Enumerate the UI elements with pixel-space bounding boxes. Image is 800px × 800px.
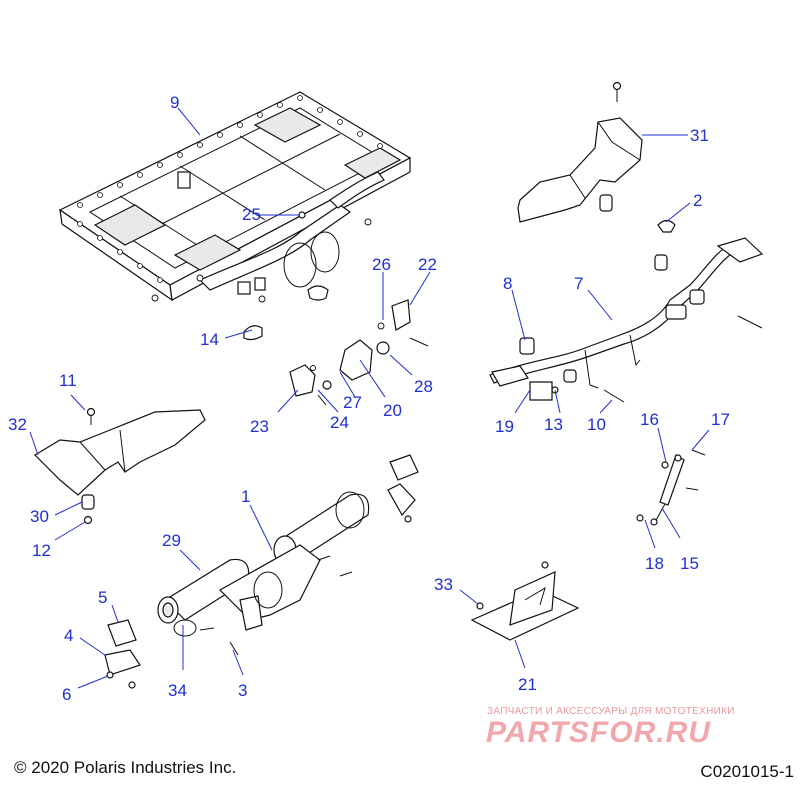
callout-4: 4 <box>64 626 73 645</box>
part-upper-deflector <box>517 81 676 233</box>
callout-10: 10 <box>587 415 606 434</box>
callout-13: 13 <box>544 415 563 434</box>
part-bumper <box>243 325 263 341</box>
callout-27: 27 <box>343 393 362 412</box>
callout-26: 26 <box>372 255 391 274</box>
callout-12: 12 <box>32 541 51 560</box>
leader-lines <box>29 107 710 689</box>
callout-2: 2 <box>693 191 702 210</box>
figure-id: C0201015-1 <box>700 762 794 781</box>
callout-19: 19 <box>495 417 514 436</box>
part-lower-deflector <box>34 407 206 525</box>
callout-33: 33 <box>434 575 453 594</box>
callout-8: 8 <box>503 274 512 293</box>
watermark-tagline: ЗАПЧАСТИ И АКСЕССУАРЫ ДЛЯ МОТОТЕХНИКИ <box>487 706 735 717</box>
callout-1: 1 <box>241 487 250 506</box>
callout-29: 29 <box>162 531 181 550</box>
callout-17: 17 <box>711 410 730 429</box>
callout-20: 20 <box>383 401 402 420</box>
callout-15: 15 <box>680 554 699 573</box>
callout-23: 23 <box>250 417 269 436</box>
callout-3: 3 <box>238 681 247 700</box>
part-muffler-assembly <box>157 454 419 656</box>
part-clamp <box>104 619 141 689</box>
part-mount-bracket <box>470 561 580 641</box>
callout-31: 31 <box>690 126 709 145</box>
copyright-text: © 2020 Polaris Industries Inc. <box>14 758 237 777</box>
callout-11: 11 <box>59 371 77 390</box>
callout-5: 5 <box>98 588 107 607</box>
part-gas-spring <box>636 449 706 526</box>
callout-21: 21 <box>518 675 537 694</box>
callout-9: 9 <box>170 93 179 112</box>
callout-22: 22 <box>418 255 437 274</box>
part-tube-assembly <box>489 237 764 403</box>
callout-14: 14 <box>200 330 219 349</box>
watermark-logo: PARTSFOR.RU <box>486 716 711 749</box>
callouts: 1 2 3 4 5 6 7 8 9 10 11 12 13 14 15 16 1… <box>8 93 730 704</box>
part-frame <box>58 91 412 303</box>
callout-32: 32 <box>8 415 27 434</box>
part-bracket-cluster <box>289 299 429 406</box>
callout-7: 7 <box>574 274 583 293</box>
callout-24: 24 <box>330 413 349 432</box>
callout-6: 6 <box>62 685 71 704</box>
callout-25: 25 <box>242 205 261 224</box>
callout-16: 16 <box>640 410 659 429</box>
callout-34: 34 <box>168 681 187 700</box>
callout-28: 28 <box>414 377 433 396</box>
callout-30: 30 <box>30 507 49 526</box>
callout-18: 18 <box>645 554 664 573</box>
